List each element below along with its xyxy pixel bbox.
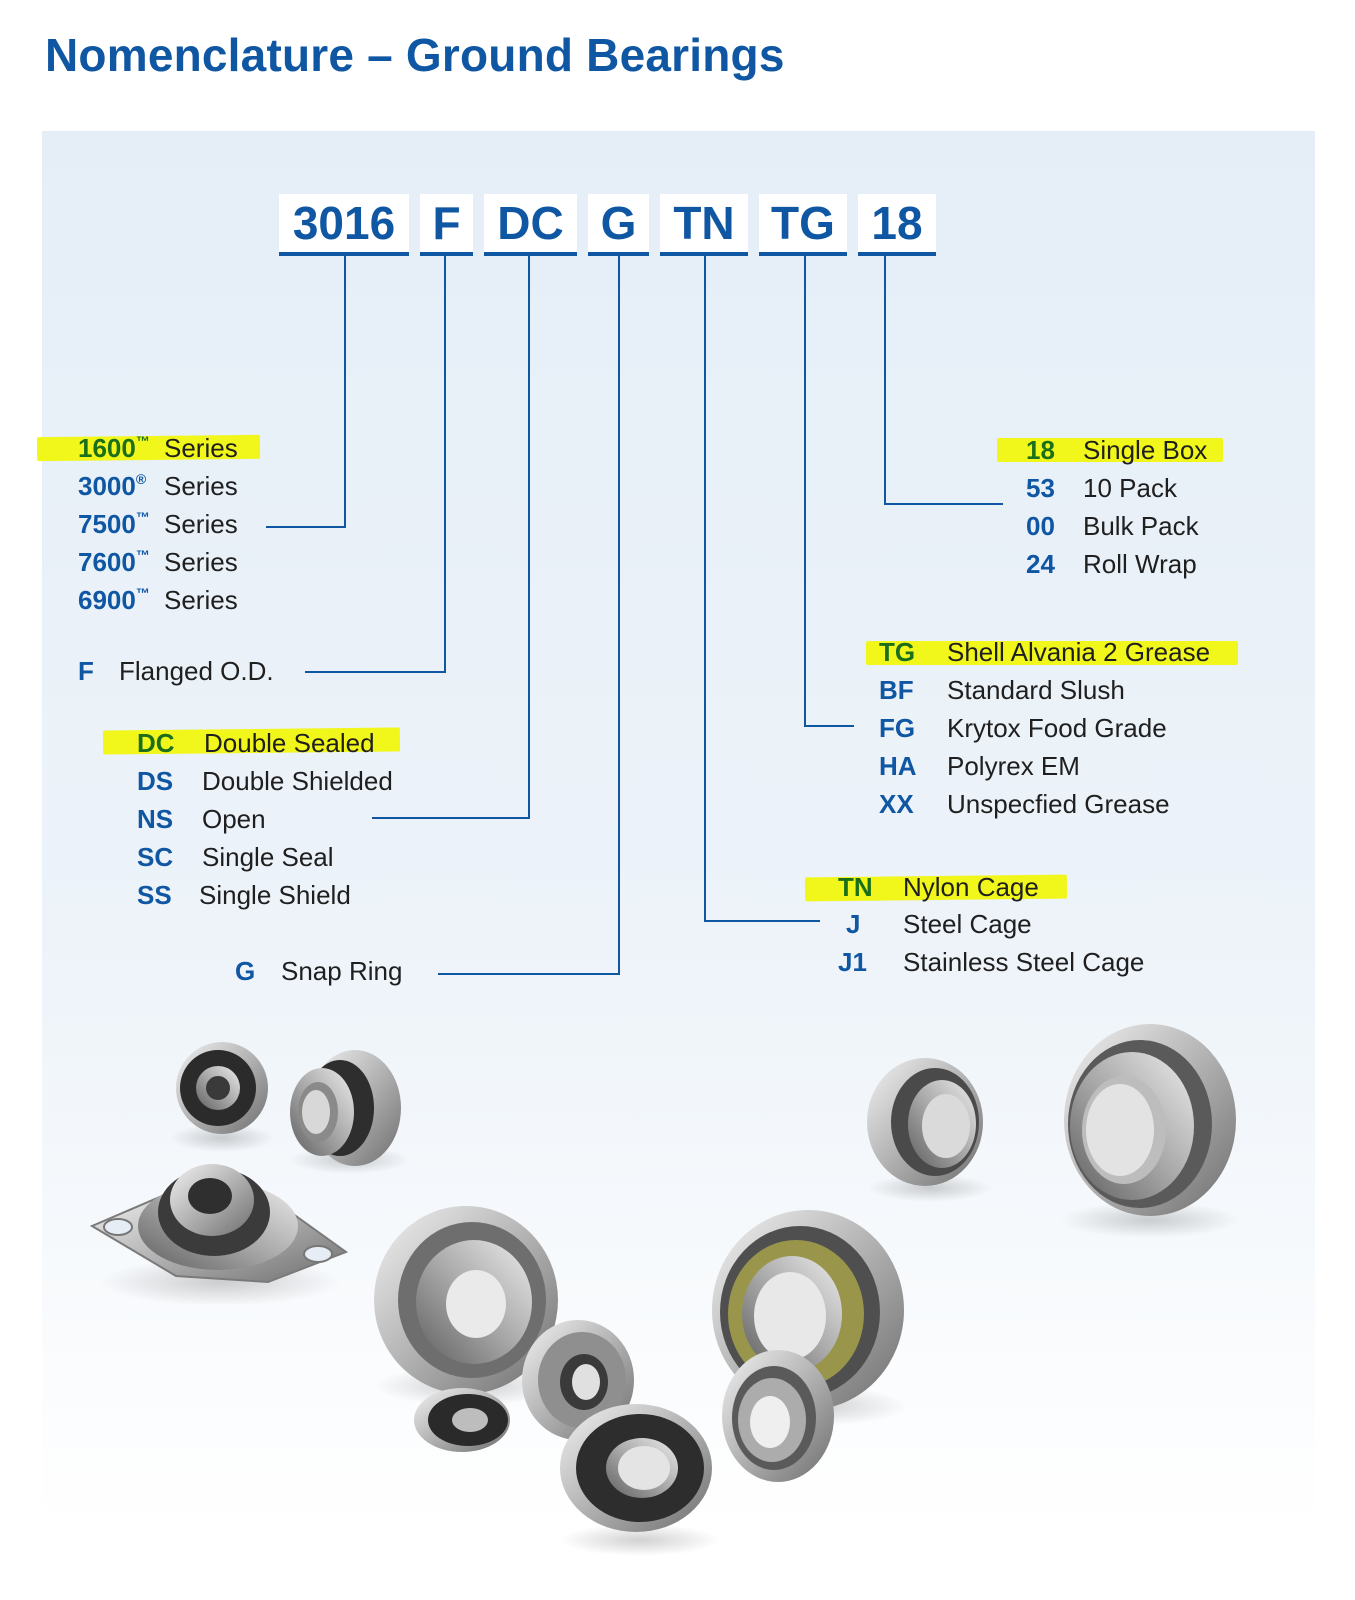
page-title: Nomenclature – Ground Bearings: [45, 29, 785, 81]
grease-label: Standard Slush: [947, 675, 1125, 705]
cage-code: J: [846, 909, 861, 939]
bearing-photo: [170, 1042, 274, 1152]
segment-grease: TG: [759, 194, 847, 256]
connector-grease-horizontal: [804, 725, 854, 727]
bearing-photo: [867, 1058, 992, 1202]
seal-label: Open: [202, 804, 266, 834]
connector-cage-vertical: [704, 256, 706, 922]
connector-series-vertical: [344, 256, 346, 528]
connector-packaging-vertical: [884, 256, 886, 505]
segment-flange: F: [420, 194, 473, 256]
packaging-label: Roll Wrap: [1083, 549, 1197, 579]
bearing-photo: [722, 1350, 834, 1482]
flange-label: Flanged O.D.: [119, 656, 274, 686]
grease-label: Unspecfied Grease: [947, 789, 1170, 819]
packaging-label: Single Box: [1083, 435, 1208, 465]
packaging-label: 10 Pack: [1083, 473, 1177, 503]
series-code: 7600™: [78, 547, 150, 577]
seal-code: SC: [137, 842, 174, 872]
series-label: Series: [164, 585, 238, 615]
connector-seal-horizontal: [372, 817, 530, 819]
segment-series: 3016: [279, 194, 409, 256]
series-code: 7500™: [78, 509, 150, 539]
grease-label: Polyrex EM: [947, 751, 1080, 781]
segment-snap-ring: G: [588, 194, 649, 256]
grease-code: XX: [879, 789, 914, 819]
flange-code: F: [78, 656, 94, 686]
seal-label: Double Sealed: [204, 728, 375, 758]
series-label: Series: [164, 547, 238, 577]
connector-snap-ring-vertical: [618, 256, 620, 975]
seal-code: SS: [137, 880, 172, 910]
connector-flange-vertical: [444, 256, 446, 673]
connector-series-horizontal: [266, 526, 346, 528]
grease-code: TG: [879, 637, 916, 667]
bearing-photo: [1060, 1024, 1240, 1238]
bearing-photo: [414, 1388, 510, 1452]
grease-code: FG: [879, 713, 916, 743]
segment-packaging: 18: [858, 194, 936, 256]
packaging-code: 24: [1026, 549, 1055, 579]
connector-snap-ring-horizontal: [438, 973, 620, 975]
series-label: Series: [164, 509, 238, 539]
seal-code: DC: [137, 728, 175, 758]
packaging-label: Bulk Pack: [1083, 511, 1199, 541]
snap-ring-label: Snap Ring: [281, 956, 403, 986]
cage-label: Steel Cage: [903, 909, 1032, 939]
bearing-photo: [374, 1206, 566, 1406]
highlight-packaging: [997, 438, 1223, 462]
highlight-grease: [866, 641, 1238, 665]
bearing-photo: [290, 1050, 410, 1174]
series-code: 3000®: [78, 471, 147, 501]
packaging-code: 18: [1026, 435, 1055, 465]
seal-label: Double Shielded: [202, 766, 393, 796]
segment-seal: DC: [484, 194, 577, 256]
bearing-photo: [560, 1404, 720, 1556]
cage-code: TN: [838, 872, 873, 902]
seal-code: NS: [137, 804, 174, 834]
cage-code: J1: [838, 947, 867, 977]
cage-label: Nylon Cage: [903, 872, 1039, 902]
connector-cage-horizontal: [704, 920, 820, 922]
grease-code: BF: [879, 675, 914, 705]
connector-grease-vertical: [804, 256, 806, 727]
series-label: Series: [164, 471, 238, 501]
cage-label: Stainless Steel Cage: [903, 947, 1145, 977]
connector-packaging-horizontal: [884, 503, 1003, 505]
connector-seal-vertical: [528, 256, 530, 819]
grease-label: Shell Alvania 2 Grease: [947, 637, 1211, 667]
snap-ring-code: G: [235, 956, 256, 986]
grease-code: HA: [879, 751, 917, 781]
segment-cage: TN: [660, 194, 748, 256]
seal-label: Single Shield: [199, 880, 351, 910]
packaging-code: 00: [1026, 511, 1055, 541]
series-code: 1600™: [78, 433, 150, 463]
grease-label: Krytox Food Grade: [947, 713, 1167, 743]
nomenclature-panel: [42, 131, 1315, 1600]
series-label: Series: [164, 433, 238, 463]
series-code: 6900™: [78, 585, 150, 615]
packaging-code: 53: [1026, 473, 1055, 503]
seal-code: DS: [137, 766, 174, 796]
flange-unit-photo: [89, 1164, 349, 1306]
seal-label: Single Seal: [202, 842, 334, 872]
connector-flange-horizontal: [305, 671, 446, 673]
